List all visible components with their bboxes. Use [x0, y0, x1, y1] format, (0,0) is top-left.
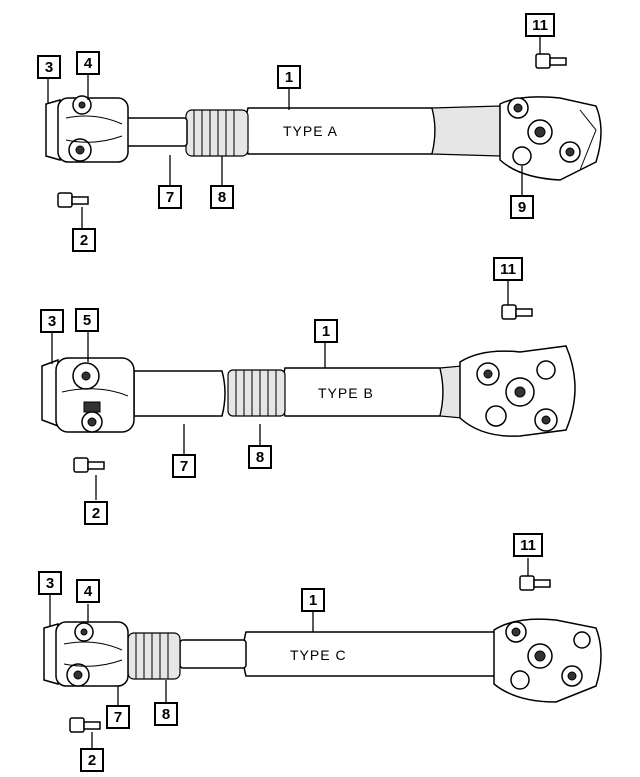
bolt-icon — [57, 192, 89, 208]
callout-7: 7 — [106, 705, 130, 729]
slip-sleeve — [133, 370, 226, 417]
bolt-icon — [501, 304, 533, 320]
svg-text:11: 11 — [520, 537, 536, 554]
flange-yoke-icon — [499, 96, 602, 181]
bolt-icon — [73, 457, 105, 473]
callout-2: 2 — [84, 501, 108, 525]
type-label: TYPE C — [290, 647, 347, 663]
assembly-type-b: TYPE B — [40, 257, 576, 525]
assembly-type-a: TYPE A — [37, 13, 602, 252]
svg-text:7: 7 — [166, 189, 174, 206]
bolt-icon — [535, 53, 567, 69]
svg-text:3: 3 — [48, 313, 56, 330]
callout-8: 8 — [154, 702, 178, 726]
svg-text:2: 2 — [88, 752, 96, 769]
svg-text:2: 2 — [80, 232, 88, 249]
callout-8: 8 — [248, 445, 272, 469]
callout-1: 1 — [301, 588, 325, 612]
callout-7: 7 — [172, 454, 196, 478]
driveshaft-tube — [244, 105, 501, 157]
callout-3: 3 — [37, 55, 61, 79]
callout-7: 7 — [158, 185, 182, 209]
type-label: TYPE A — [283, 123, 338, 139]
svg-text:4: 4 — [84, 55, 93, 72]
assembly-type-c: TYPE C — [38, 533, 602, 772]
slip-shaft — [179, 639, 247, 669]
svg-text:5: 5 — [83, 312, 91, 329]
flange-yoke-icon — [493, 618, 602, 703]
callout-11: 11 — [513, 533, 543, 557]
boot-bellows-icon — [127, 632, 181, 680]
boot-bellows-icon — [185, 109, 249, 157]
svg-text:4: 4 — [84, 583, 93, 600]
svg-text:3: 3 — [46, 575, 54, 592]
svg-text:1: 1 — [322, 323, 330, 340]
svg-text:8: 8 — [162, 706, 170, 723]
callout-4: 4 — [76, 51, 100, 75]
universal-joint-icon — [45, 95, 129, 163]
callout-5: 5 — [75, 308, 99, 332]
callout-8: 8 — [210, 185, 234, 209]
svg-text:1: 1 — [285, 69, 293, 86]
callout-11: 11 — [493, 257, 523, 281]
universal-joint-icon — [43, 621, 129, 687]
callout-2: 2 — [80, 748, 104, 772]
boot-bellows-icon — [227, 369, 286, 417]
callout-11: 11 — [525, 13, 555, 37]
bolt-icon — [519, 575, 551, 591]
callout-2: 2 — [72, 228, 96, 252]
svg-text:1: 1 — [309, 592, 317, 609]
svg-text:7: 7 — [114, 709, 122, 726]
slip-shaft — [124, 117, 188, 147]
universal-joint-icon — [41, 357, 135, 433]
callout-1: 1 — [277, 65, 301, 89]
driveshaft-tube — [281, 365, 463, 419]
svg-text:9: 9 — [518, 199, 526, 216]
callout-9: 9 — [510, 195, 534, 219]
svg-text:11: 11 — [532, 17, 548, 34]
callout-1: 1 — [314, 319, 338, 343]
callout-3: 3 — [40, 309, 64, 333]
type-label: TYPE B — [318, 385, 374, 401]
bolt-icon — [69, 717, 101, 733]
svg-text:8: 8 — [256, 449, 264, 466]
callout-3: 3 — [38, 571, 62, 595]
flange-yoke-icon — [459, 345, 576, 437]
svg-text:2: 2 — [92, 505, 100, 522]
driveshaft-tube — [242, 631, 498, 677]
svg-text:8: 8 — [218, 189, 226, 206]
svg-text:11: 11 — [500, 261, 516, 278]
svg-text:3: 3 — [45, 59, 53, 76]
svg-text:7: 7 — [180, 458, 188, 475]
callout-4: 4 — [76, 579, 100, 603]
